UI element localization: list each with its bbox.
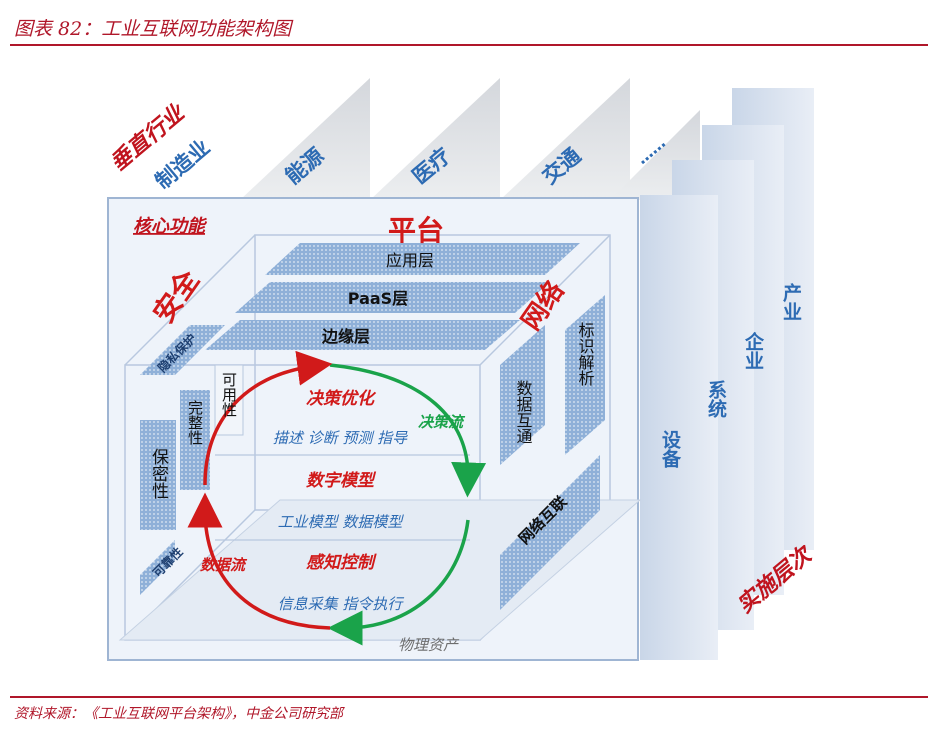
layer-paas: PaaS层 [348,289,408,308]
level-device: 设备 [659,430,682,469]
data-flow-label: 数据流 [200,556,248,574]
loop-decision-optimization: 决策优化 [306,389,377,409]
network-identifier-resolution: 标识解析 [576,322,595,386]
level-system: 系统 [705,380,727,419]
header-rule [10,44,928,46]
loop-decision-sub: 描述 诊断 预测 指导 [273,429,408,447]
network-data-interop: 数据互通 [514,380,533,444]
loop-planes [215,454,470,541]
network-blocks [500,295,605,610]
footer-rule [10,696,928,698]
decision-flow-label: 决策流 [418,413,466,431]
layer-application: 应用层 [386,251,434,270]
loop-sensing-sub: 信息采集 指令执行 [278,595,405,613]
loop-model-sub: 工业模型 数据模型 [278,513,405,531]
security-integrity: 完整性 [186,400,204,445]
security-confidentiality: 保密性 [148,448,169,499]
loop-digital-model: 数字模型 [306,471,377,491]
level-industry: 产业 [780,282,802,321]
industry-triangles [240,78,700,200]
source-note: 资料来源：《工业互联网平台架构》，中金公司研究部 [14,706,343,722]
platform-label: 平台 [388,214,444,247]
security-availability: 可用性 [220,372,238,417]
layer-edge: 边缘层 [321,327,370,346]
page-title: 图表 82：工业互联网功能架构图 [14,18,292,40]
level-columns [640,88,814,660]
loop-sensing-control: 感知控制 [306,553,377,573]
security-blocks [140,325,244,595]
loop-arrows [187,350,487,646]
level-enterprise: 企业 [742,331,765,370]
core-functions-label: 核心功能 [133,216,208,237]
physical-assets-label: 物理资产 [398,636,460,654]
platform-layers [205,243,580,350]
